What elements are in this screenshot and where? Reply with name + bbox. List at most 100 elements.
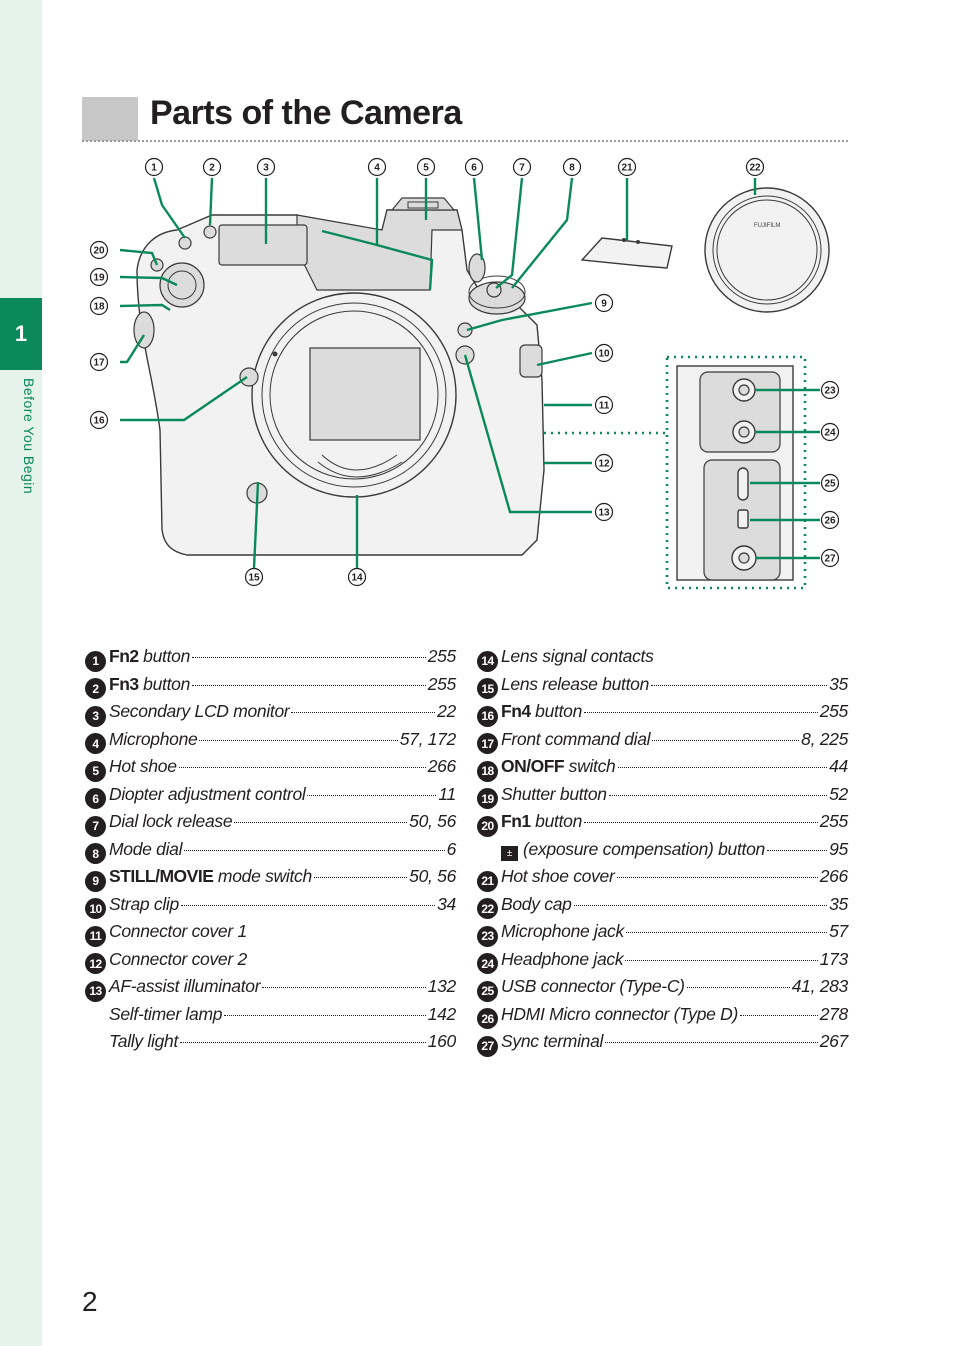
page-reference-link[interactable]: 6 (446, 838, 457, 859)
callout-17: 17 (89, 352, 109, 372)
callout-22: 22 (745, 157, 765, 177)
page-reference-link[interactable]: 35 (829, 893, 848, 914)
callout-number-badge: 22 (474, 895, 501, 919)
svg-text:2: 2 (209, 163, 215, 174)
dot-leader (307, 794, 437, 796)
callout-4: 4 (367, 157, 387, 177)
connector-detail-drawing (665, 355, 807, 590)
page-reference-link[interactable]: 173 (819, 948, 849, 969)
page-reference-link[interactable]: 267 (819, 1031, 849, 1051)
page-reference-link[interactable]: 278 (819, 1003, 849, 1024)
callout-number-badge: 26 (474, 1005, 501, 1029)
svg-text:6: 6 (471, 163, 477, 174)
page-reference-link[interactable]: 50, 56 (409, 866, 456, 886)
dot-leader (625, 932, 828, 933)
callout-number-badge: 27 (474, 1033, 501, 1057)
callout-leader-lines (119, 177, 820, 569)
svg-text:3: 3 (263, 163, 269, 174)
page-reference-link[interactable]: 255 (427, 673, 457, 694)
page-reference-link[interactable]: 160 (427, 1031, 457, 1051)
callout-number-badge: 23 (474, 923, 501, 947)
svg-text:25: 25 (824, 479, 836, 490)
svg-text:20: 20 (93, 246, 105, 257)
callout-18: 18 (89, 296, 109, 316)
front-command-dial-drawing (133, 311, 155, 349)
part-name: Fn1 button (501, 811, 583, 831)
part-name: Microphone jack (501, 921, 624, 941)
page-reference-link[interactable]: 255 (427, 646, 457, 666)
callout-number-badge: 4 (82, 730, 109, 754)
svg-text:4: 4 (374, 163, 380, 174)
page-reference-link[interactable]: 35 (829, 673, 848, 694)
svg-text:12: 12 (598, 459, 610, 470)
part-name: Lens release button (501, 673, 650, 694)
svg-text:14: 14 (351, 573, 363, 584)
part-name: Microphone (109, 728, 198, 749)
part-name: HDMI Micro connector (Type D) (501, 1003, 738, 1024)
callout-27: 27 (820, 548, 840, 568)
callout-10: 10 (594, 343, 614, 363)
page-reference-link[interactable]: 52 (829, 783, 848, 804)
svg-text:18: 18 (93, 302, 105, 313)
page-reference-link[interactable]: 22 (437, 701, 456, 721)
control-name: Fn1 (501, 811, 531, 831)
callout-number-badge: 12 (82, 950, 109, 974)
callout-number-badge: 18 (474, 758, 501, 782)
dot-leader (651, 684, 828, 686)
page-reference-link[interactable]: 266 (427, 756, 457, 776)
page-reference-link[interactable]: 44 (829, 756, 848, 776)
dot-leader (199, 739, 398, 741)
callout-number-badge: 20 (474, 813, 501, 837)
page-reference-link[interactable]: 50, 56 (409, 811, 456, 831)
control-name: STILL/MOVIE (109, 866, 214, 886)
svg-text:27: 27 (824, 554, 836, 565)
svg-text:24: 24 (824, 428, 836, 439)
chapter-number-tab[interactable]: 1 (0, 298, 42, 370)
page-reference-link[interactable]: 34 (437, 893, 456, 914)
callout-number-badge: 11 (82, 923, 109, 947)
callout-number-badge: 10 (82, 895, 109, 919)
svg-text:10: 10 (598, 349, 610, 360)
page-reference-link[interactable]: 255 (819, 701, 849, 721)
page-reference-link[interactable]: 132 (427, 976, 457, 996)
page-reference-link[interactable]: 142 (427, 1003, 457, 1024)
page-reference-link[interactable]: 57 (829, 921, 848, 941)
callout-number-badge: 6 (82, 785, 109, 809)
page-reference-link[interactable]: 11 (438, 783, 456, 804)
part-name: Shutter button (501, 783, 607, 804)
callout-15: 15 (244, 567, 264, 587)
part-name: ±(exposure compensation) button (501, 839, 765, 861)
title-divider (82, 140, 848, 142)
callout-20: 20 (89, 240, 109, 260)
page-reference-link[interactable]: 8, 225 (801, 728, 848, 749)
callout-5: 5 (416, 157, 436, 177)
svg-text:16: 16 (93, 416, 105, 427)
dot-leader (766, 849, 828, 851)
dot-leader (605, 1042, 818, 1043)
part-name: USB connector (Type-C) (501, 976, 685, 996)
page-reference-link[interactable]: 41, 283 (791, 976, 849, 996)
callout-number-badge: 9 (82, 868, 109, 892)
page-reference-link[interactable]: 266 (819, 866, 849, 886)
callout-8: 8 (562, 157, 582, 177)
page-reference-link[interactable]: 57, 172 (399, 728, 457, 749)
callout-6: 6 (464, 157, 484, 177)
part-name: Strap clip (109, 893, 179, 914)
callout-number-badge: 16 (474, 703, 501, 727)
page-reference-link[interactable]: 95 (829, 838, 848, 859)
callout-number-badge: 8 (82, 840, 109, 864)
chapter-side-tab (0, 0, 42, 1346)
page-reference-link[interactable]: 255 (819, 811, 849, 831)
